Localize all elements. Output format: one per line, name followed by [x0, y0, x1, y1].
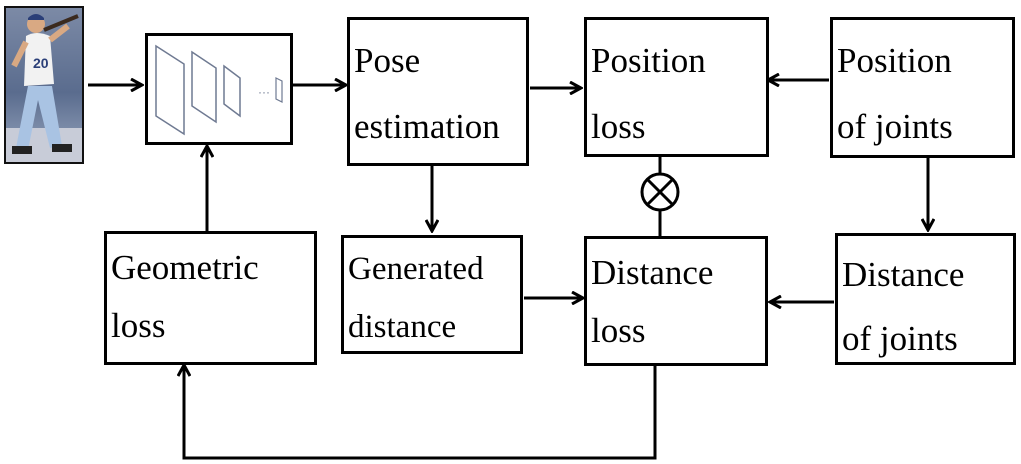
generated-distance-label: Generated distance [348, 251, 484, 345]
distance-loss-label: Distance loss [591, 253, 714, 350]
position-loss-label: Position loss [591, 41, 706, 146]
cnn-ellipsis: ··· [258, 85, 270, 99]
position-loss-box: Position loss [584, 17, 769, 157]
distance-of-joints-label: Distance of joints [842, 255, 965, 358]
cnn-block: ··· [145, 33, 293, 145]
pose-estimation-label: Pose estimation [354, 41, 500, 146]
distance-loss-box: Distance loss [584, 236, 768, 366]
geometric-loss-label: Geometric loss [111, 248, 259, 345]
circled-times-icon [640, 172, 680, 212]
generated-distance-box: Generated distance [341, 235, 523, 354]
pose-estimation-box: Pose estimation [347, 17, 529, 166]
cnn-feature-maps-icon: ··· [155, 44, 283, 136]
geometric-loss-box: Geometric loss [104, 231, 317, 365]
svg-text:20: 20 [33, 55, 49, 71]
arrow-distance-loss-to-geometric [184, 365, 657, 460]
distance-of-joints-box: Distance of joints [835, 233, 1016, 365]
baseball-batter-photo-icon: 20 [4, 6, 84, 164]
position-of-joints-box: Position of joints [830, 17, 1015, 158]
position-of-joints-label: Position of joints [837, 41, 953, 146]
